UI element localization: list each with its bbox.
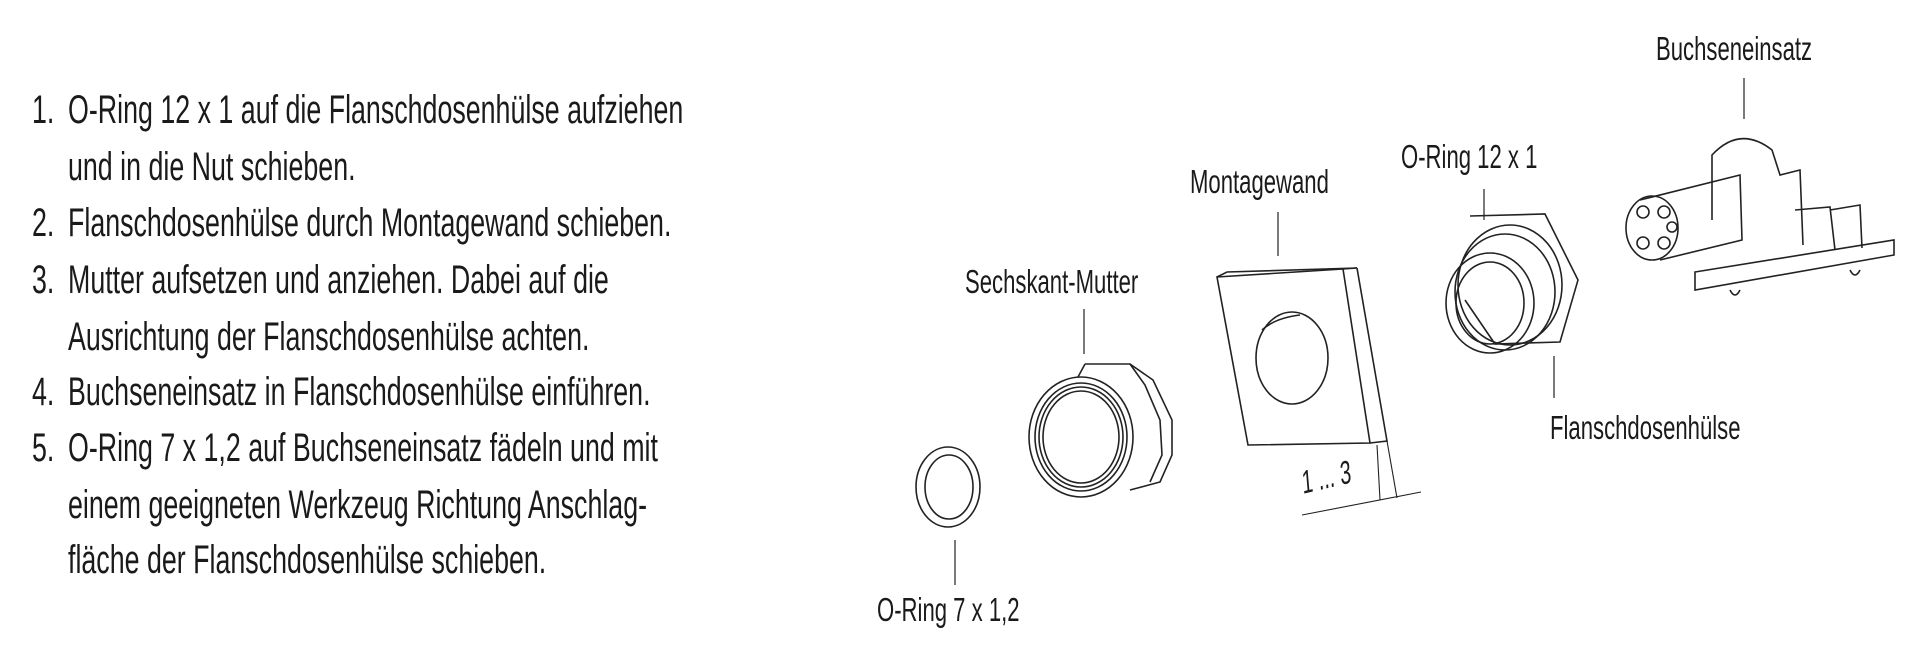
leader-lines	[954, 78, 1745, 585]
step-1-line-1: O-Ring 12 x 1 auf die Flanschdosenhülse …	[68, 88, 684, 132]
flange-housing-drawing	[1445, 213, 1579, 354]
step-5-line-3: fläche der Flanschdosenhülse schieben.	[68, 538, 547, 582]
step-2-line-1: Flanschdosenhülse durch Montagewand schi…	[68, 201, 672, 245]
step-3-number: 3.	[32, 258, 55, 302]
step-1-number: 1.	[32, 88, 55, 132]
o-ring-small-drawing	[915, 446, 981, 528]
step-4-line-1: Buchseneinsatz in Flanschdosenhülse einf…	[68, 370, 651, 414]
label-buchseneinsatz: Buchseneinsatz	[1656, 30, 1813, 67]
step-1-line-2: und in die Nut schieben.	[68, 145, 356, 189]
step-5-line-1: O-Ring 7 x 1,2 auf Buchseneinsatz fädeln…	[68, 426, 658, 470]
label-flanschdosenhuelse: Flanschdosenhülse	[1550, 409, 1741, 446]
label-o-ring-7x1-2: O-Ring 7 x 1,2	[877, 591, 1020, 628]
step-3-line-1: Mutter aufsetzen und anziehen. Dabei auf…	[68, 258, 609, 302]
step-3-line-2: Ausrichtung der Flanschdosenhülse achten…	[68, 315, 590, 359]
label-sechskant-mutter: Sechskant-Mutter	[965, 263, 1139, 300]
label-o-ring-12x1: O-Ring 12 x 1	[1401, 138, 1538, 175]
hex-nut-drawing	[1028, 363, 1173, 498]
label-montagewand: Montagewand	[1190, 163, 1329, 200]
step-5-number: 5.	[32, 426, 55, 470]
thickness-dimension	[1301, 440, 1422, 516]
step-5-line-2: einem geeigneten Werkzeug Richtung Ansch…	[68, 483, 648, 527]
step-2-number: 2.	[32, 201, 55, 245]
step-4-number: 4.	[32, 370, 55, 414]
socket-insert-drawing	[1625, 137, 1895, 296]
mounting-wall-drawing	[1216, 267, 1388, 446]
